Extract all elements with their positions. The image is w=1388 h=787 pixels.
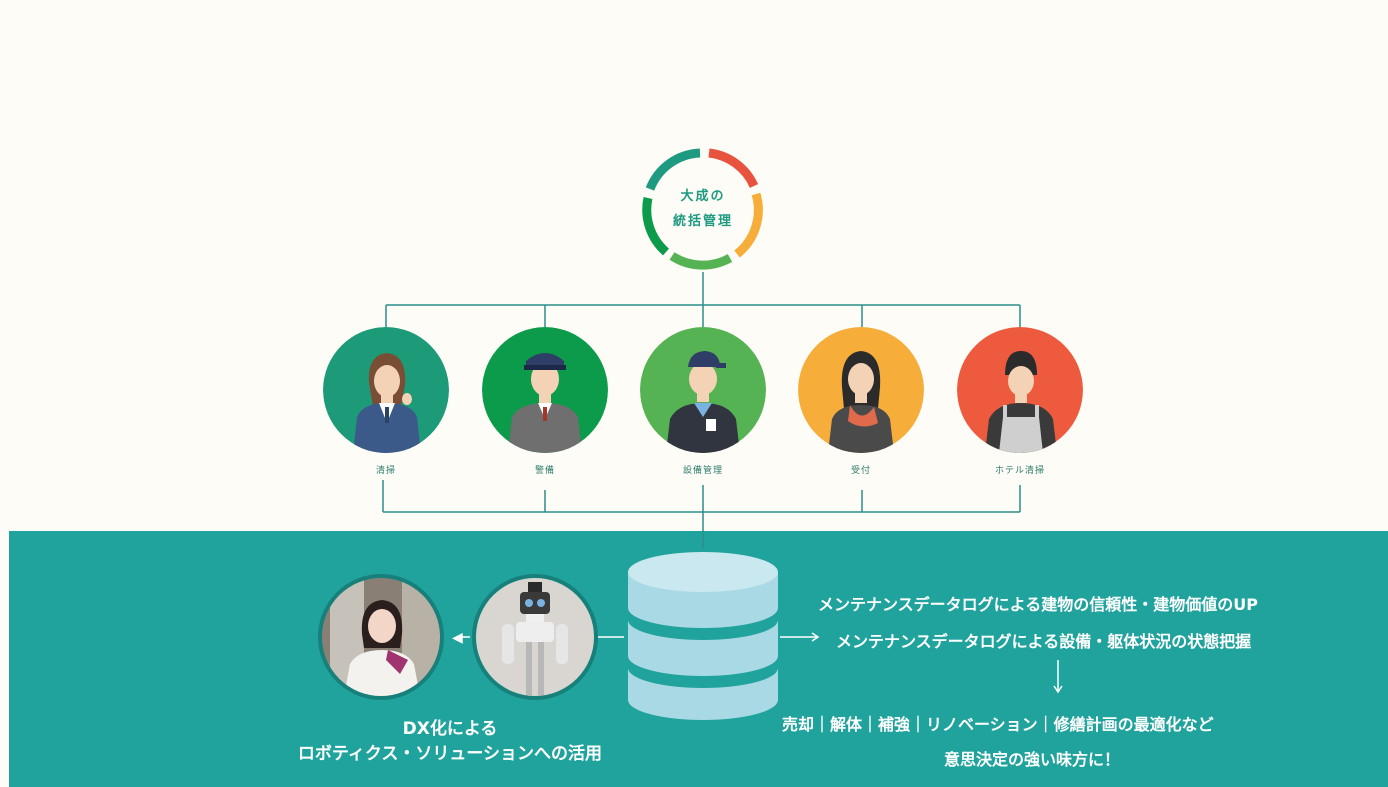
dx-caption-line2: ロボティクス・ソリューションへの活用	[297, 744, 603, 764]
security-guard-illustration	[482, 327, 608, 453]
dx-caption: DX化による ロボティクス・ソリューションへの活用	[270, 717, 630, 767]
service-robot-photo-icon	[476, 578, 594, 696]
benefit-line-3: 売却｜解体｜補強｜リノベーション｜修繕計画の最適化など	[782, 715, 1214, 734]
benefit-line-4: 意思決定の強い味方に！	[944, 750, 1121, 769]
reception-woman-photo-icon	[322, 578, 440, 696]
role-label-security: 警備	[534, 466, 555, 476]
role-label-cleaning: 清掃	[375, 466, 396, 476]
role-label-reception: 受付	[850, 466, 871, 476]
receptionist-photo	[318, 574, 444, 700]
receptionist-illustration	[798, 327, 924, 453]
arrow-left-icon: ◀	[452, 630, 463, 646]
benefit-line-2: メンテナンスデータログによる設備・躯体状況の状態把握	[836, 632, 1252, 651]
role-label-hotel-cleaning: ホテル清掃	[994, 466, 1045, 476]
hotel-cleaning-staff-illustration	[957, 327, 1083, 453]
robot-photo	[472, 574, 598, 700]
role-label-facility: 設備管理	[682, 466, 723, 476]
role-circle-security	[482, 327, 608, 453]
role-circle-reception	[798, 327, 924, 453]
hub-label-line2: 統括管理	[672, 214, 733, 229]
hub-label: 大成の 統括管理	[640, 184, 766, 234]
hub-ring	[642, 148, 763, 270]
dx-caption-line1: DX化による	[402, 719, 498, 739]
role-circle-hotel-cleaning	[957, 327, 1083, 453]
role-circle-facility	[640, 327, 766, 453]
database-icon	[628, 552, 778, 720]
role-circle-cleaning	[323, 327, 449, 453]
cleaning-staff-illustration	[323, 327, 449, 453]
hub-label-line1: 大成の	[680, 189, 726, 204]
benefit-line-1: メンテナンスデータログによる建物の信頼性・建物価値のUP	[818, 595, 1258, 614]
facility-staff-illustration	[640, 327, 766, 453]
